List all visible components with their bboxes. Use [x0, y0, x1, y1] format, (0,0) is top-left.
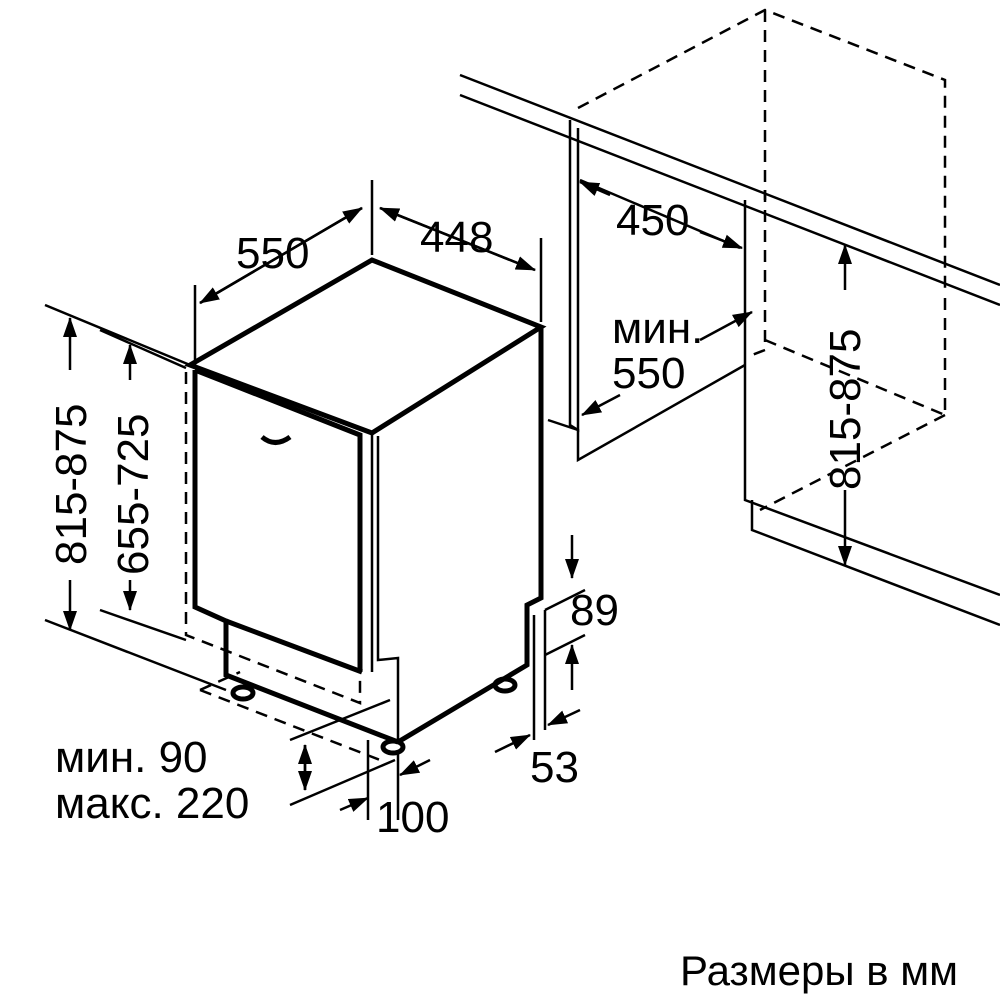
dim-width-448: 448 [420, 213, 493, 262]
dim-plinth-min: мин. 90 [55, 733, 208, 782]
dim-niche-width-value: 550 [612, 349, 685, 398]
door-handle [260, 434, 292, 445]
kitchen-niche [459, 8, 1000, 627]
dim-niche-width-label: мин. [612, 304, 703, 353]
foot [380, 738, 406, 756]
dim-niche-depth-450: 450 [616, 196, 689, 245]
dishwasher [184, 257, 547, 762]
dim-height: 815-875 [47, 404, 96, 565]
dim-step-89: 89 [570, 586, 619, 635]
foot [230, 684, 256, 702]
dim-door-height: 655-725 [109, 414, 158, 575]
dimension-lines [44, 178, 852, 820]
dim-plinth-53: 53 [530, 743, 579, 792]
dim-depth-550: 550 [236, 229, 309, 278]
foot [492, 676, 518, 694]
dim-plinth-max: макс. 220 [55, 779, 249, 828]
dim-foot-100: 100 [376, 793, 449, 842]
dim-niche-height: 815-875 [821, 329, 870, 490]
caption: Размеры в мм [680, 947, 958, 994]
